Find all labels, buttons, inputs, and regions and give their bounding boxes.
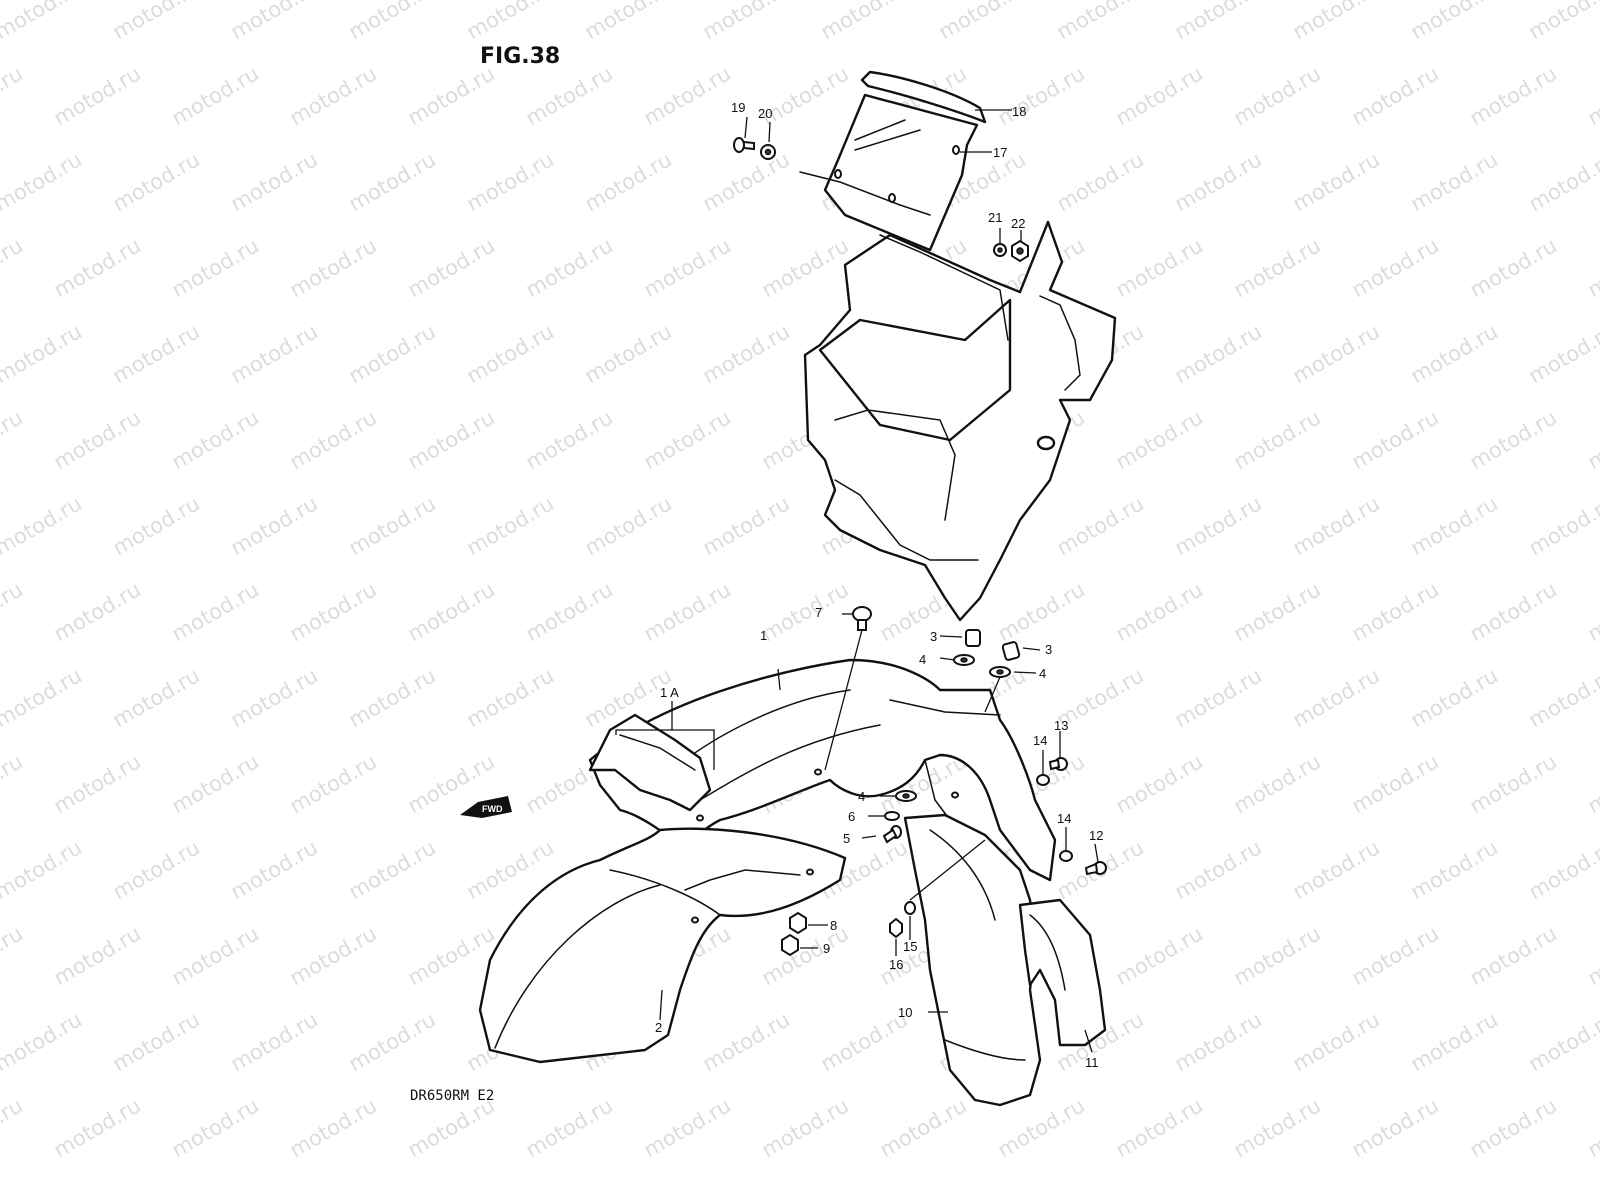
callout-labels: 19 20 18 17 21 22 7 1 3 3 4 4 1 A 13 14 …: [655, 100, 1103, 1070]
callout-1a: 1 A: [660, 685, 679, 700]
bolt-7-icon: [824, 606, 872, 771]
nut-16-icon: [889, 917, 903, 939]
callout-2: 2: [655, 1020, 662, 1035]
callout-10: 10: [898, 1005, 912, 1020]
callout-12: 12: [1089, 828, 1103, 843]
washer-14-upper-icon: [1036, 774, 1050, 786]
callout-17: 17: [993, 145, 1007, 160]
fender-insert-1a: [588, 713, 712, 812]
callout-19: 19: [731, 100, 745, 115]
visor-seal-strip: [860, 70, 987, 124]
callout-16: 16: [889, 957, 903, 972]
grommet-4-lower-icon: [895, 790, 917, 802]
washer-14-lower-icon: [1059, 850, 1073, 862]
washer-15-icon: [904, 901, 916, 915]
mounting-hole-icon: [1036, 435, 1056, 451]
spacer-3-right-icon: [1001, 641, 1021, 661]
callout-6: 6: [848, 809, 855, 824]
figure-title: FIG.38: [480, 44, 561, 69]
nut-8-icon: [789, 911, 807, 935]
callout-15: 15: [903, 939, 917, 954]
callout-7: 7: [815, 605, 822, 620]
model-code-label: DR650RM E2: [410, 1088, 495, 1104]
callout-9: 9: [823, 941, 830, 956]
callout-11: 11: [1085, 1055, 1099, 1070]
svg-text:FWD: FWD: [482, 804, 503, 814]
bolt-12-icon: [1084, 861, 1107, 876]
nut-9-icon: [781, 933, 799, 957]
screw-19-icon: [733, 137, 755, 153]
headlight-cover-assembly: [803, 220, 1117, 622]
washer-21-icon: [993, 243, 1007, 257]
front-fender-lower: [478, 827, 847, 1064]
callout-14-upper: 14: [1033, 733, 1047, 748]
callout-4-right: 4: [1039, 666, 1046, 681]
callout-14-lower: 14: [1057, 811, 1071, 826]
callout-13: 13: [1054, 718, 1068, 733]
callout-4-left: 4: [919, 652, 926, 667]
front-fender-rear-section: [903, 813, 1042, 1107]
spacer-3-left-icon: [965, 629, 981, 647]
callout-3-left: 3: [930, 629, 937, 644]
callout-8: 8: [830, 918, 837, 933]
forward-direction-arrow-icon: FWD: [460, 796, 512, 818]
mud-flap: [1018, 898, 1107, 1047]
callout-22: 22: [1011, 216, 1025, 231]
callout-18: 18: [1012, 104, 1026, 119]
leader-lines: [615, 109, 1099, 1053]
grommet-4-left-icon: [953, 654, 975, 666]
callout-1: 1: [760, 628, 767, 643]
callout-21: 21: [988, 210, 1002, 225]
callout-5: 5: [843, 831, 850, 846]
washer-6-icon: [884, 811, 900, 821]
visor-plate: [799, 93, 979, 252]
washer-20-icon: [760, 144, 776, 160]
bolt-13-icon: [1048, 757, 1068, 771]
nut-22-icon: [1011, 239, 1029, 263]
callout-3-right: 3: [1045, 642, 1052, 657]
callout-20: 20: [758, 106, 772, 121]
grommet-4-right-icon: [984, 666, 1011, 713]
callout-4-lower: 4: [858, 789, 865, 804]
bolt-5-icon: [882, 825, 902, 844]
